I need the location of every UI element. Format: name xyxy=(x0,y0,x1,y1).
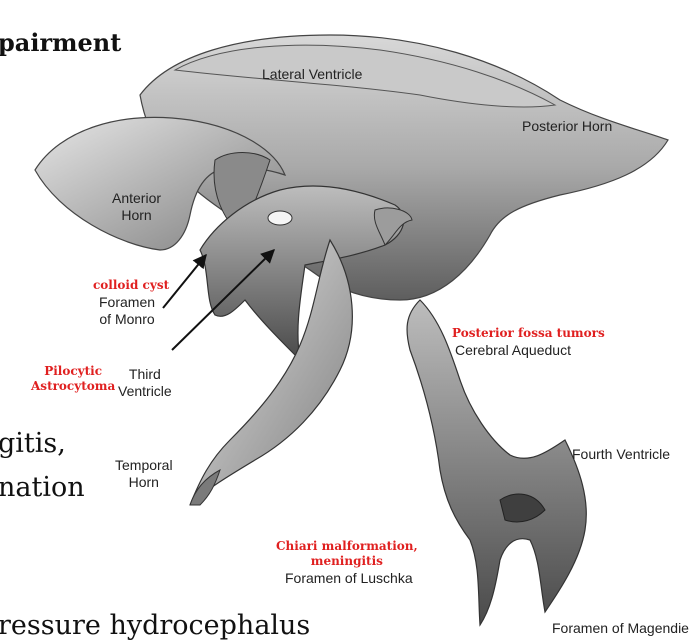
annotation-pilocytic-astrocytoma: Pilocytic Astrocytoma xyxy=(31,364,115,394)
label-temporal-horn-line2: Horn xyxy=(115,474,173,491)
label-fourth-ventricle: Fourth Ventricle xyxy=(572,446,670,463)
label-foramen-of-monro: Foramen of Monro xyxy=(99,294,155,328)
label-posterior-horn: Posterior Horn xyxy=(522,118,612,135)
label-anterior-horn-line1: Anterior xyxy=(112,190,161,207)
annotation-colloid-cyst: colloid cyst xyxy=(93,278,169,293)
label-anterior-horn: Anterior Horn xyxy=(112,190,161,224)
annotation-pilocytic-line1: Pilocytic xyxy=(31,364,115,379)
label-third-ventricle: Third Ventricle xyxy=(118,366,172,400)
annotation-posterior-fossa-tumors: Posterior fossa tumors xyxy=(452,326,605,341)
label-foramen-of-magendie: Foramen of Magendie xyxy=(552,620,689,637)
label-third-ventricle-line2: Ventricle xyxy=(118,383,172,400)
label-temporal-horn: Temporal Horn xyxy=(115,457,173,491)
label-temporal-horn-line1: Temporal xyxy=(115,457,173,474)
annotation-chiari-malformation: Chiari malformation, meningitis xyxy=(276,539,418,569)
label-cerebral-aqueduct: Cerebral Aqueduct xyxy=(455,342,571,359)
annotation-chiari-line1: Chiari malformation, xyxy=(276,539,418,554)
label-foramen-of-luschka: Foramen of Luschka xyxy=(285,570,413,587)
label-foramen-of-monro-line2: of Monro xyxy=(99,311,155,328)
label-foramen-of-monro-line1: Foramen xyxy=(99,294,155,311)
label-anterior-horn-line2: Horn xyxy=(112,207,161,224)
label-third-ventricle-line1: Third xyxy=(118,366,172,383)
annotation-chiari-line2: meningitis xyxy=(276,554,418,569)
label-lateral-ventricle: Lateral Ventricle xyxy=(262,66,362,83)
annotation-pilocytic-line2: Astrocytoma xyxy=(31,379,115,394)
